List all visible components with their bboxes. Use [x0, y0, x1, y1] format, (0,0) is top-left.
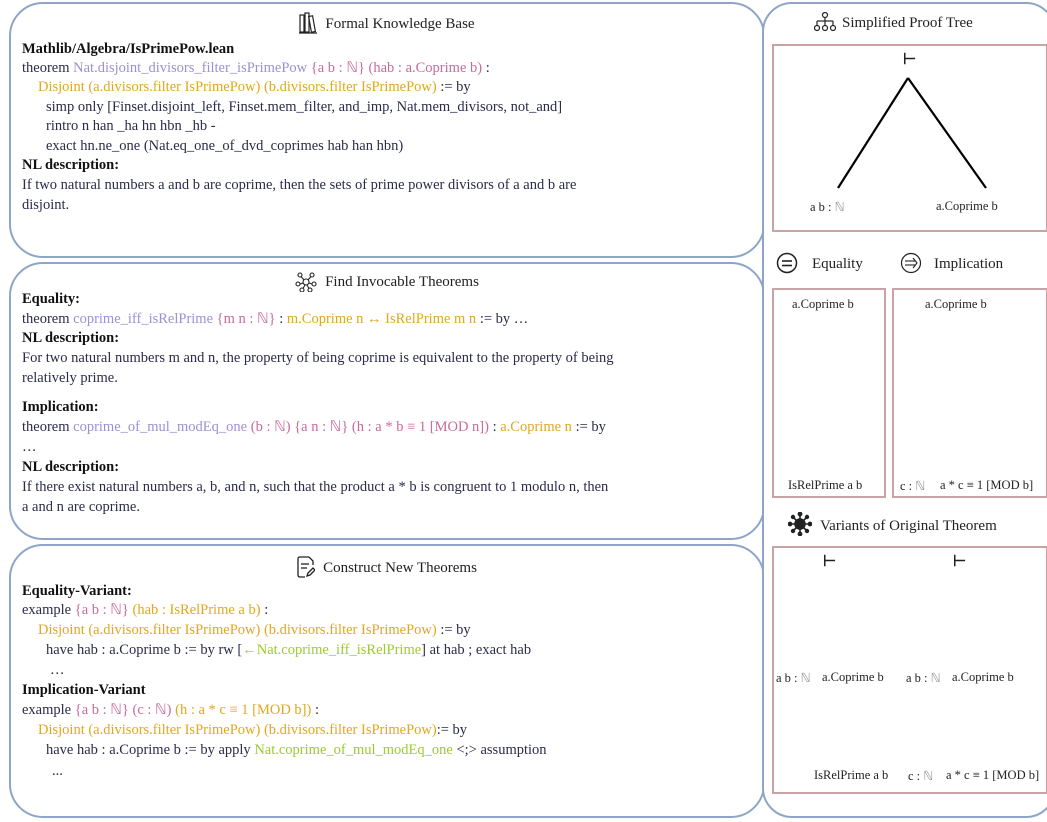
impv-line-2: Disjoint (a.divisors.filter IsPrimePow) … [38, 722, 468, 738]
find-title-text: Find Invocable Theorems [325, 274, 479, 290]
kb-nl-head: NL description: [22, 157, 120, 173]
find-eq-line: theorem coprime_iff_isRelPrime {m n : ℕ}… [22, 311, 529, 327]
hierarchy-icon [813, 11, 837, 32]
eqv-dots: … [50, 662, 65, 678]
kb-line-4: rintro n han _ha hn hbn _hb - [46, 118, 216, 134]
find-imp-nl-1: If there exist natural numbers a, b, and… [22, 479, 609, 495]
impv-dots: ... [52, 763, 63, 779]
find-imp-head: Implication: [22, 399, 99, 415]
tree-title: Simplified Proof Tree [813, 11, 973, 32]
eqv-line-1: example {a b : ℕ} (hab : IsRelPrime a b)… [22, 602, 269, 618]
variant-a-left: a b : ℕ [776, 671, 811, 685]
eq-bottom-label: IsRelPrime a b [788, 478, 863, 492]
kb-line-5: exact hn.ne_one (Nat.eq_one_of_dvd_copri… [46, 138, 404, 154]
variant-a-right: a.Coprime b [822, 670, 884, 684]
find-eq-head: Equality: [22, 291, 81, 307]
virus-icon [787, 511, 813, 537]
tree-left-label: a b : ℕ [810, 200, 845, 214]
equal-circle-icon [776, 252, 798, 274]
find-eq-nl-1: For two natural numbers m and n, the pro… [22, 350, 614, 366]
variant-b-mod: a * c ≡ 1 [MOD b] [946, 768, 1040, 782]
legend-equality: Equality [776, 252, 863, 274]
imp-left-label: c : ℕ [900, 479, 926, 493]
legend-equality-text: Equality [812, 256, 863, 272]
kb-line-3: simp only [Finset.disjoint_left, Finset.… [46, 99, 563, 115]
variants-title: Variants of Original Theorem [787, 511, 997, 537]
kb-file: Mathlib/Algebra/IsPrimePow.lean [22, 41, 235, 57]
books-icon [299, 12, 318, 34]
impv-line-1: example {a b : ℕ} (c : ℕ) (h : a * c ≡ 1… [22, 702, 319, 718]
construct-title: Construct New Theorems [11, 556, 763, 578]
kb-line-2: Disjoint (a.divisors.filter IsPrimePow) … [38, 79, 471, 95]
imp-top-label: a.Coprime b [925, 297, 987, 311]
kb-title-text: Formal Knowledge Base [325, 16, 475, 32]
find-nl-head-1: NL description: [22, 330, 120, 346]
equality-tree-box [772, 288, 886, 498]
kb-nl-2: disjoint. [22, 197, 70, 213]
variants-title-text: Variants of Original Theorem [820, 518, 997, 534]
eqv-line-3: have hab : a.Coprime b := by rw [←Nat.co… [46, 642, 532, 658]
network-icon [295, 272, 317, 293]
variant-a-bottom: IsRelPrime a b [814, 768, 889, 782]
find-eq-nl-2: relatively prime. [22, 370, 118, 386]
construct-title-text: Construct New Theorems [323, 560, 477, 576]
document-edit-icon [297, 556, 316, 578]
impv-head: Implication-Variant [22, 682, 146, 698]
find-imp-nl-2: a and n are coprime. [22, 499, 140, 515]
impv-line-3: have hab : a.Coprime b := by apply Nat.c… [46, 742, 547, 758]
kb-title: Formal Knowledge Base [11, 12, 763, 34]
tree-right-label: a.Coprime b [936, 199, 998, 213]
implies-circle-icon [900, 252, 922, 274]
legend-implication: Implication [900, 252, 1003, 274]
eqv-head: Equality-Variant: [22, 583, 132, 599]
variant-a-turnstile: ⊢ [823, 554, 837, 570]
eq-top-label: a.Coprime b [792, 297, 854, 311]
kb-line-1: theorem Nat.disjoint_divisors_filter_isP… [22, 60, 490, 76]
imp-right-label: a * c ≡ 1 [MOD b] [940, 478, 1034, 492]
variant-b-left: a b : ℕ [906, 671, 941, 685]
variant-b-right: a.Coprime b [952, 670, 1014, 684]
variant-b-turnstile: ⊢ [953, 554, 967, 570]
implication-tree-box [892, 288, 1047, 498]
tree-turnstile: ⊢ [903, 52, 917, 68]
find-imp-line: theorem coprime_of_mul_modEq_one (b : ℕ)… [22, 419, 606, 435]
construct-panel: Construct New Theorems [9, 544, 765, 818]
find-nl-head-2: NL description: [22, 459, 120, 475]
proof-tree-box [772, 44, 1047, 232]
eqv-line-2: Disjoint (a.divisors.filter IsPrimePow) … [38, 622, 471, 638]
find-imp-dots: … [22, 439, 37, 455]
legend-implication-text: Implication [934, 256, 1004, 272]
find-title: Find Invocable Theorems [11, 272, 763, 293]
find-theorems-panel: Find Invocable Theorems [9, 262, 765, 540]
kb-nl-1: If two natural numbers a and b are copri… [22, 177, 577, 193]
tree-title-text: Simplified Proof Tree [842, 15, 973, 31]
knowledge-base-panel: Formal Knowledge Base [9, 2, 765, 258]
variant-b-c: c : ℕ [908, 769, 934, 783]
variants-box [772, 546, 1047, 794]
